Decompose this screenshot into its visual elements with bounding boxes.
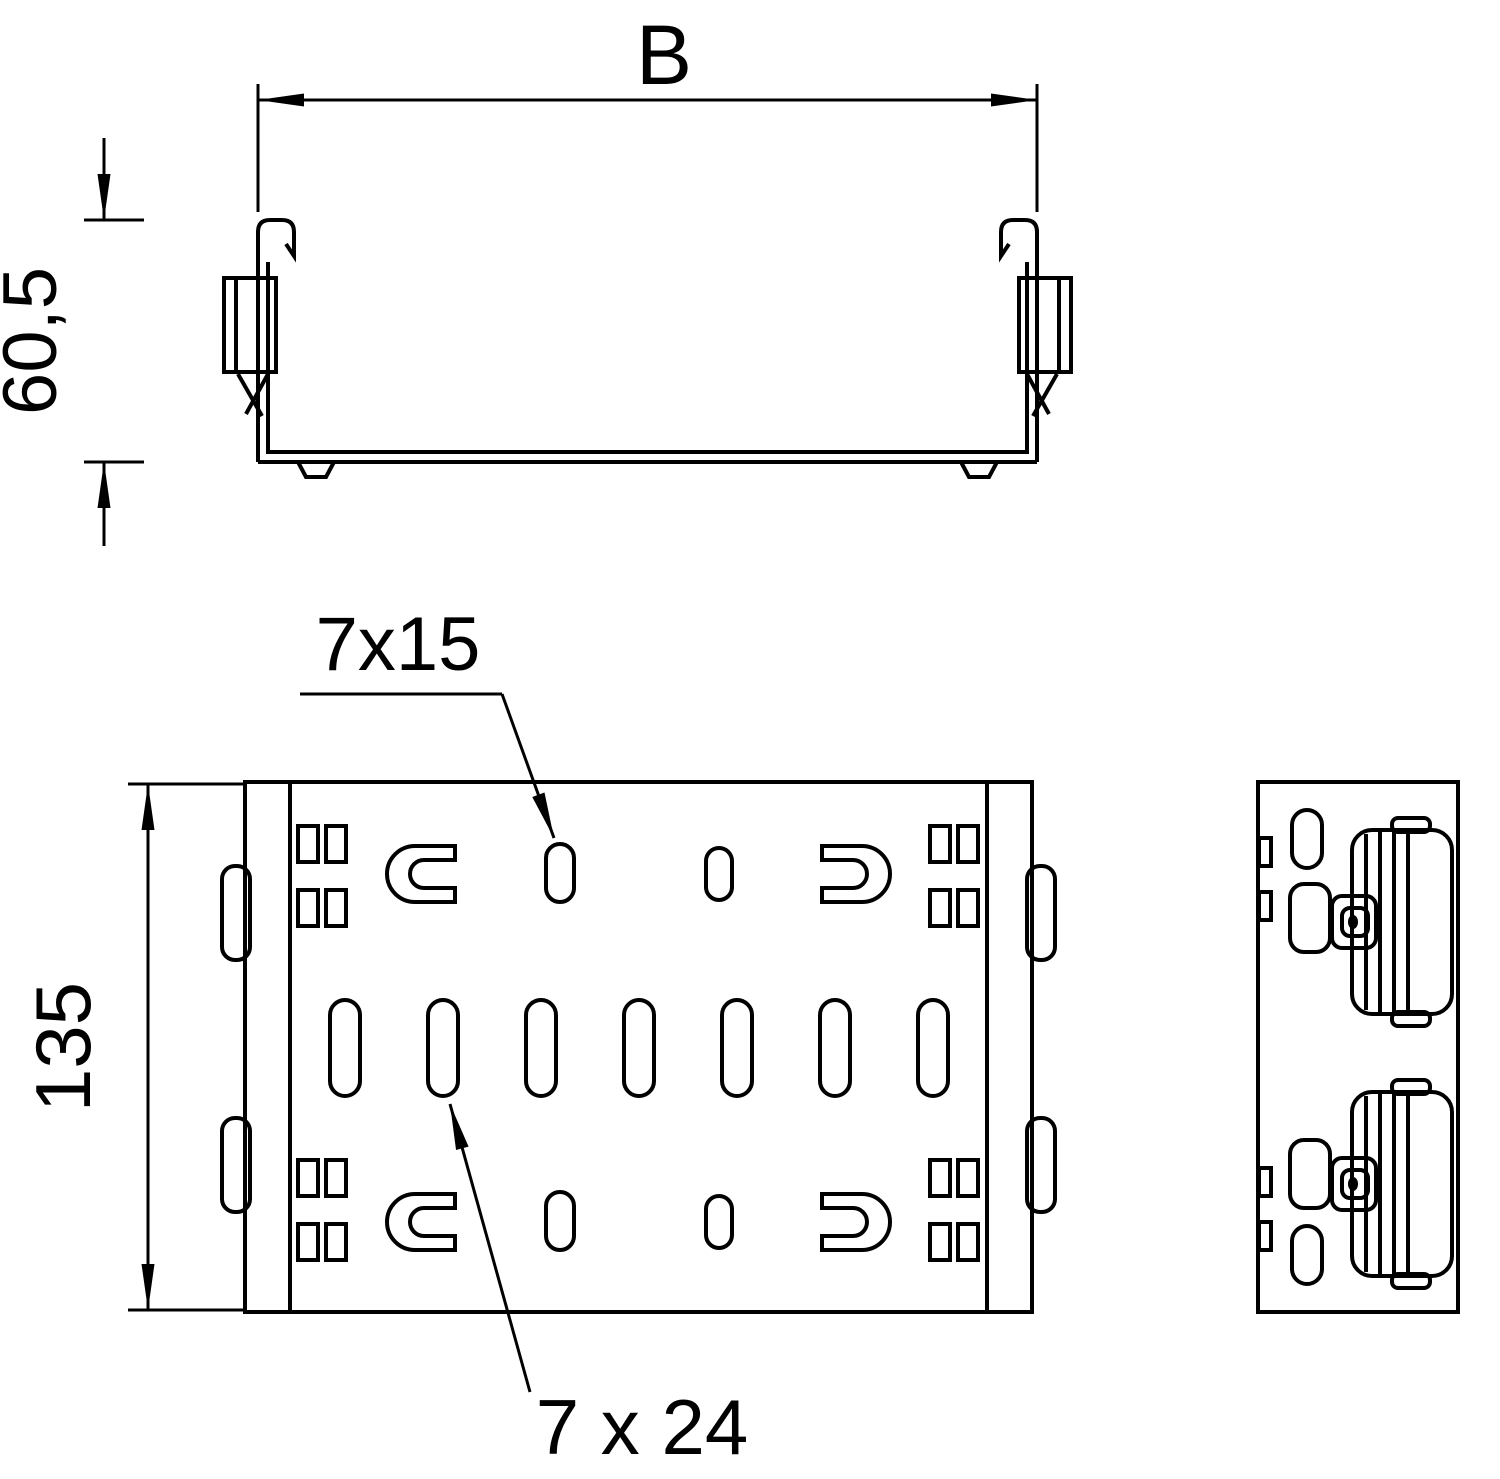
callout-7x15: 7x15 [300,602,556,839]
side-slot [1290,808,1324,870]
slot-7x15 [704,846,734,902]
left-coupler-plate [222,276,278,374]
spring-clamp [220,1116,252,1214]
latch-tab [296,1158,320,1198]
clamp-screw-dot [1348,1177,1358,1191]
latch-tab [956,1158,980,1198]
clamp-tab [1390,816,1432,834]
spring-clamp [1025,864,1057,962]
latch-tab [956,888,980,928]
bottom-dimple [959,461,999,479]
right-spring-leg [1025,373,1051,415]
slot-7x15 [704,1194,734,1250]
dimension-b-label: B [636,8,692,102]
latch-tab [956,1222,980,1262]
clamp-tab [1390,1078,1432,1096]
right-spring-leg [1031,373,1059,417]
clamp-tab [1390,1272,1432,1290]
latch-tab [296,824,320,864]
callout-7x24: 7 x 24 [448,1103,748,1471]
latch-tab [324,888,348,928]
tray-inner-profile [266,262,1029,454]
bottom-dimple [296,461,336,479]
slot-7x24 [818,998,852,1098]
latch-tab [324,1222,348,1262]
latch-tab [956,824,980,864]
side-outline [1256,780,1460,1314]
right-hook [999,218,1039,263]
dimension-width-b: B [256,8,1039,212]
clamp-screw-dot [1348,915,1358,929]
slot-7x24 [720,998,754,1098]
callout-7x24-label: 7 x 24 [536,1383,748,1471]
dimension-length-label: 135 [19,982,107,1112]
slot-7x15 [544,1190,576,1252]
edge-tab [1257,1220,1273,1252]
clamp-nut [1330,1156,1378,1212]
leader-line [448,1103,532,1393]
dimension-height-label: 60,5 [0,267,73,415]
side-hook-profile [1288,1138,1332,1210]
latch-tab [324,1158,348,1198]
slot-7x24 [426,998,460,1098]
spring-clamp [1025,1116,1057,1214]
latch-tab [296,1222,320,1262]
plan-view [220,780,1057,1314]
dimension-height-60-5: 60,5 [0,138,144,546]
latch-tab [296,888,320,928]
clamp-assembly [1330,1078,1454,1290]
latch-tab [928,1158,952,1198]
side-view [1256,780,1460,1314]
slot-7x24 [524,998,558,1098]
clamp-nut-inner [1340,1168,1370,1200]
clamp-tab [1390,1010,1432,1028]
dimension-length-135: 135 [19,782,243,1312]
clamp-nut [1330,894,1378,950]
clamp-assembly [1330,816,1454,1028]
left-spring-leg [236,373,264,417]
edge-tab [1257,836,1273,868]
slot-7x24 [622,998,656,1098]
left-spring-leg [244,373,270,415]
side-hook-profile [1288,882,1332,954]
slot-7x24 [916,998,950,1098]
u-slot [820,1192,892,1252]
slot-7x24 [328,998,362,1098]
right-coupler-plate [1017,276,1073,374]
slot-7x15 [544,842,576,904]
edge-tab [1257,1166,1273,1198]
spring-clamp [220,864,252,962]
latch-tab [324,824,348,864]
plan-outline [243,780,1034,1314]
latch-tab [928,888,952,928]
cross-section-view [222,218,1073,479]
u-slot [385,1192,457,1252]
left-hook [256,218,296,263]
callout-7x15-label: 7x15 [316,602,481,687]
u-slot [820,844,892,904]
side-slot [1290,1224,1324,1286]
latch-tab [928,1222,952,1262]
edge-tab [1257,890,1273,922]
leader-line [500,693,556,839]
clamp-nut-inner [1340,906,1370,938]
latch-tab [928,824,952,864]
u-slot [385,844,457,904]
